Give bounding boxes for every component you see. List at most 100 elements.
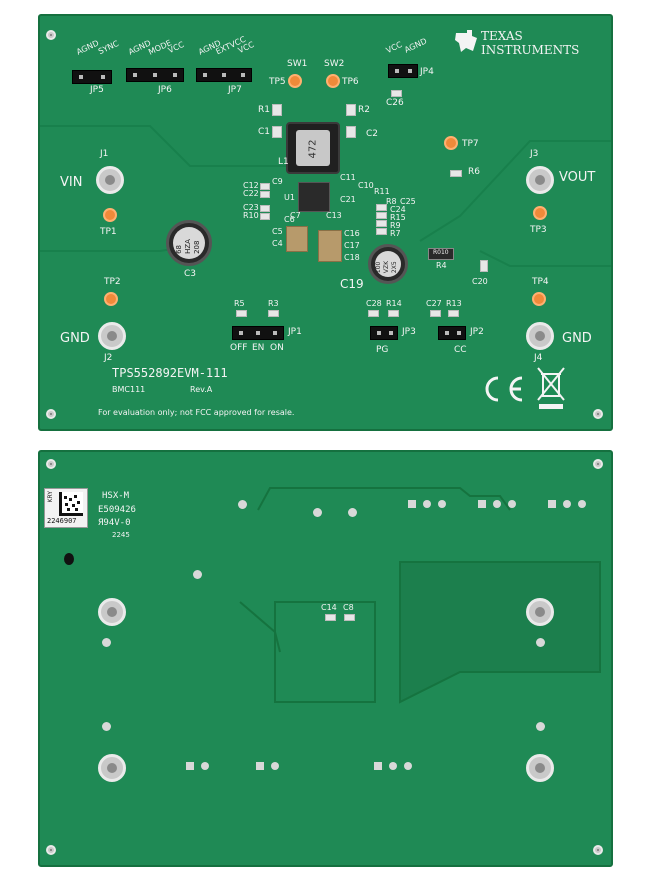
marking-line2: E509426 xyxy=(98,505,136,515)
c3-ref: C3 xyxy=(184,269,197,279)
capacitor-c3: 68 HZA 208 xyxy=(166,220,212,266)
capacitor-c8 xyxy=(344,614,355,621)
r14-ref: R14 xyxy=(386,299,402,308)
c12-ref: C12 xyxy=(243,181,259,190)
marking-line3: Я94V-0 xyxy=(98,518,131,528)
terminal-j4-gnd[interactable] xyxy=(526,322,554,350)
th-pad xyxy=(423,500,431,508)
tp5-ref: TP5 xyxy=(269,77,286,87)
terminal-bottom-j3 xyxy=(526,598,554,626)
test-point-tp2[interactable] xyxy=(104,292,118,306)
tp7-ref: TP7 xyxy=(462,139,479,149)
board-bottom-side: KRY 2246907 HSX-M E509426 Я94V-0 2245 xyxy=(38,450,613,867)
th-pad xyxy=(313,508,322,517)
board-top-side: TEXAS INSTRUMENTS AGND SYNC JP5 AGND MOD… xyxy=(38,14,613,431)
th-pad xyxy=(508,500,516,508)
c22-ref: C22 xyxy=(243,189,259,198)
c4-ref: C4 xyxy=(272,239,283,248)
terminal-j1-vin[interactable] xyxy=(96,166,124,194)
mount-hole xyxy=(46,845,56,855)
j2-ref: J2 xyxy=(104,353,113,363)
ce-mark-icon xyxy=(485,376,523,402)
test-point-tp6[interactable] xyxy=(326,74,340,88)
th-pad xyxy=(578,500,586,508)
jumper-jp5[interactable] xyxy=(72,70,112,84)
mount-hole xyxy=(46,459,56,469)
capacitor-c14 xyxy=(325,614,336,621)
test-point-tp3[interactable] xyxy=(533,206,547,220)
weee-bin-icon xyxy=(537,367,565,409)
qr-number: 2246907 xyxy=(47,517,77,525)
jp3-ref: JP3 xyxy=(402,327,416,337)
tp3-ref: TP3 xyxy=(530,225,547,235)
board-revision: Rev.A xyxy=(190,385,213,394)
th-pad xyxy=(389,762,397,770)
mount-hole xyxy=(46,409,56,419)
jumper-jp2[interactable] xyxy=(438,326,466,340)
jumper-jp3[interactable] xyxy=(370,326,398,340)
j1-ref: J1 xyxy=(100,149,109,159)
jp1-pin-label: EN xyxy=(252,343,265,353)
resistor-r13 xyxy=(448,310,459,317)
c23-ref: C23 xyxy=(243,203,259,212)
vout-label: VOUT xyxy=(559,170,596,185)
capacitor-c22 xyxy=(260,191,270,198)
th-pad xyxy=(536,638,545,647)
vin-label: VIN xyxy=(60,175,83,190)
capacitor-c12 xyxy=(260,183,270,190)
test-point-tp4[interactable] xyxy=(532,292,546,306)
test-point-tp5[interactable] xyxy=(288,74,302,88)
r1-ref: R1 xyxy=(258,105,270,115)
test-point-tp1[interactable] xyxy=(103,208,117,222)
th-pad xyxy=(404,762,412,770)
c17-ref: C17 xyxy=(344,241,360,250)
bottom-traces xyxy=(239,487,601,704)
terminal-j3-vout[interactable] xyxy=(526,166,554,194)
tp1-ref: TP1 xyxy=(100,227,117,237)
capacitor-c2 xyxy=(346,126,356,138)
qr-label: KRY xyxy=(47,491,54,503)
th-pad xyxy=(548,500,556,508)
jumper-jp7[interactable] xyxy=(196,68,252,82)
part-number: TPS552892EVM-111 xyxy=(112,366,228,380)
r15-ref: R15 xyxy=(390,213,406,222)
jp1-pin-label: ON xyxy=(270,343,284,353)
c1-ref: C1 xyxy=(258,127,271,137)
c7-ref: C7 xyxy=(290,211,301,220)
c16-ref: C16 xyxy=(344,229,360,238)
u1-ref: U1 xyxy=(284,193,295,202)
th-pad xyxy=(238,500,247,509)
c28-ref: C28 xyxy=(366,299,382,308)
resistor-r15 xyxy=(376,220,387,227)
j4-ref: J4 xyxy=(534,353,543,363)
jumper-jp1[interactable] xyxy=(232,326,284,340)
jp3-label: PG xyxy=(376,345,389,355)
capacitor-c19: 100 VZK 2X5 xyxy=(368,244,408,284)
test-point-tp7[interactable] xyxy=(444,136,458,150)
th-pad xyxy=(348,508,357,517)
marking-line1: HSX-M xyxy=(102,491,130,501)
th-pad xyxy=(493,500,501,508)
resistor-r1 xyxy=(272,104,282,116)
c19-ref: C19 xyxy=(340,277,364,291)
marking-line4: 2245 xyxy=(112,531,130,539)
r13-ref: R13 xyxy=(446,299,462,308)
c20-ref: C20 xyxy=(472,277,488,286)
jp7-ref: JP7 xyxy=(228,85,242,95)
mount-hole xyxy=(593,845,603,855)
r11-ref: R11 xyxy=(374,187,390,196)
inductor-l1: 472 xyxy=(286,122,340,174)
resistor-r10 xyxy=(260,213,270,220)
resistor-r2 xyxy=(346,104,356,116)
capacitor-c28 xyxy=(368,310,379,317)
jp1-ref: JP1 xyxy=(288,327,302,337)
th-pad xyxy=(201,762,209,770)
gnd-right-label: GND xyxy=(562,331,592,346)
jumper-jp4[interactable] xyxy=(388,64,418,78)
th-pad xyxy=(563,500,571,508)
jumper-jp6[interactable] xyxy=(126,68,184,82)
jp5-ref: JP5 xyxy=(90,85,104,95)
r9-ref: R9 xyxy=(390,221,401,230)
terminal-j2-gnd[interactable] xyxy=(98,322,126,350)
j3-ref: J3 xyxy=(530,149,539,159)
